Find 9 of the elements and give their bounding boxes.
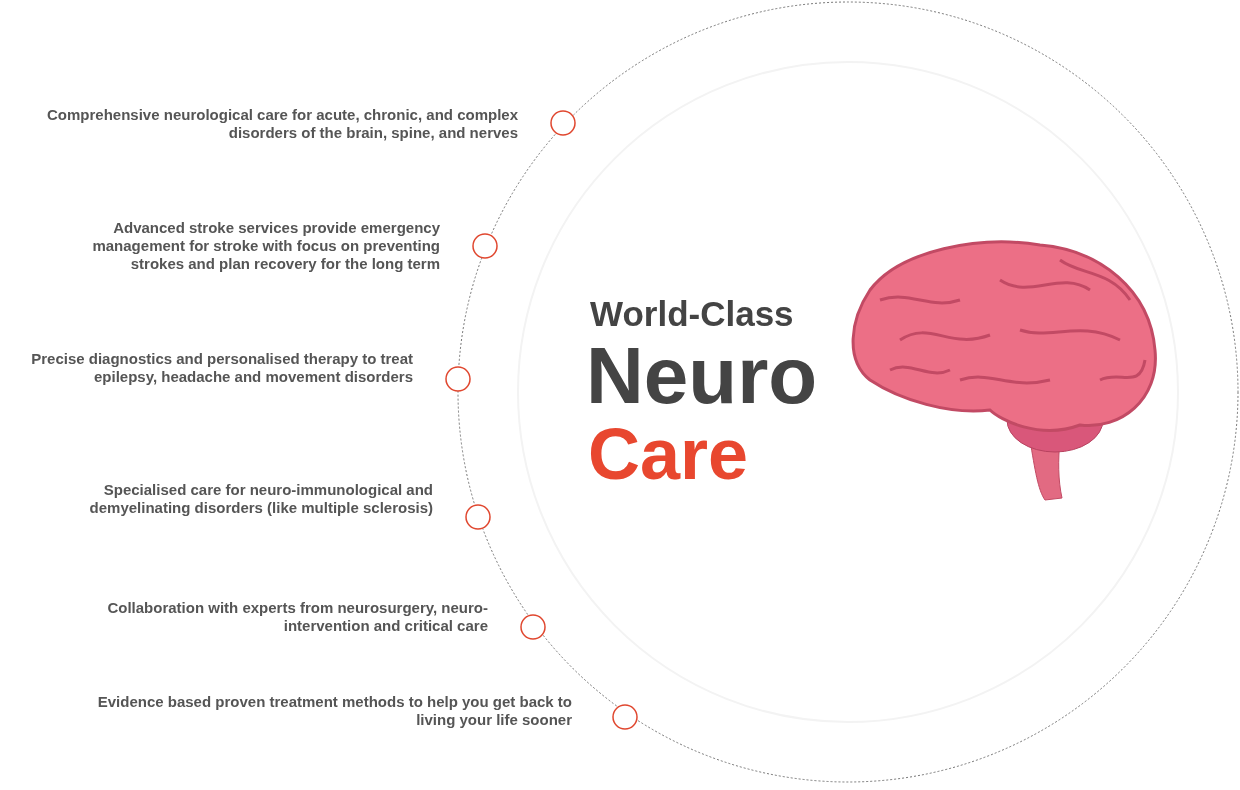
feature-text: Advanced stroke services provide emergency management for stroke with focus on preventing strokes and plan recovery for the long term [91, 219, 440, 273]
heading-text: Neuro [586, 336, 818, 416]
feature-text: Precise diagnostics and personalised therapy to treat epilepsy, headache and movement disorders [30, 350, 413, 386]
heading-text: Care [588, 418, 749, 490]
heading-text: World-Class [590, 296, 794, 331]
feature-text: Evidence based proven treatment methods to help you get back to living your life sooner [96, 693, 572, 729]
feature-text: Specialised care for neuro-immunological and demyelinating disorders (like multiple sclerosis) [88, 481, 433, 517]
feature-text: Comprehensive neurological care for acute, chronic, and complex disorders of the brain, spine, and nerves [46, 106, 518, 142]
feature-text: Collaboration with experts from neurosurgery, neuro-intervention and critical care [106, 599, 488, 635]
